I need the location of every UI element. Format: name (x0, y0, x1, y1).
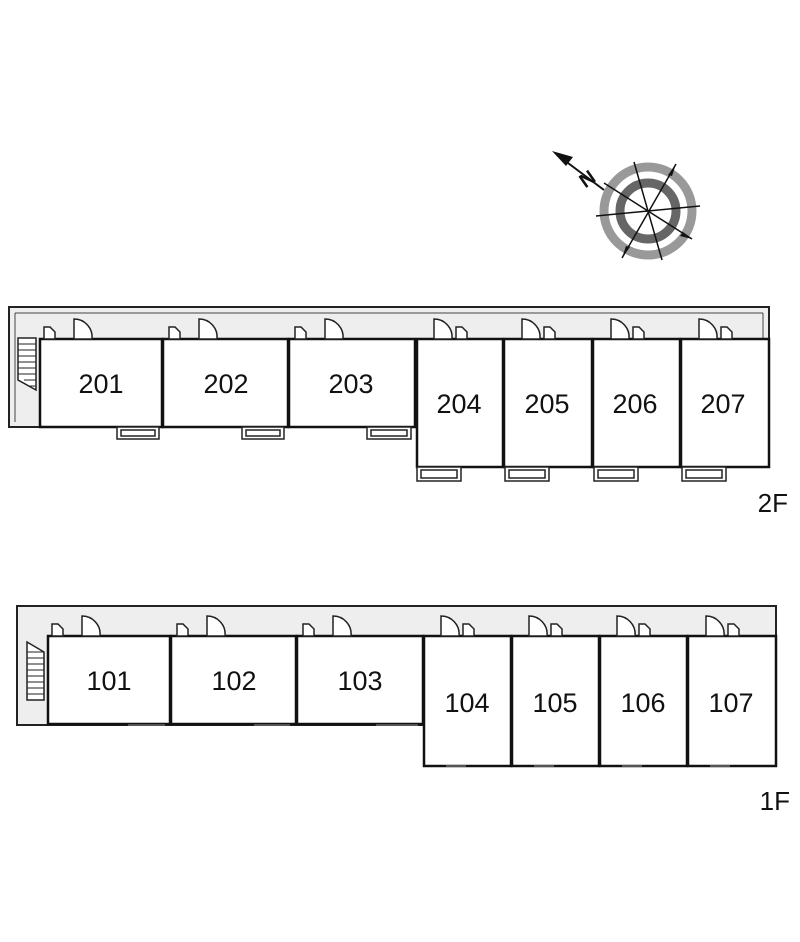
balconies-2f (116, 426, 727, 482)
room-label-201: 201 (78, 369, 123, 399)
stairs-2f-icon (17, 337, 37, 392)
room-203-outline (287, 337, 417, 429)
room-label-101: 101 (86, 666, 131, 696)
room-205-outline (502, 337, 594, 469)
room-label-205: 205 (524, 389, 569, 419)
compass-ring-outer (599, 162, 697, 260)
room-label-207: 207 (700, 389, 745, 419)
room-label-102: 102 (211, 666, 256, 696)
compass-spokes (595, 161, 701, 261)
stairs-1f-icon (26, 640, 45, 701)
room-104-outline (422, 634, 513, 768)
windows-1f (128, 724, 730, 767)
room-label-106: 106 (620, 688, 665, 718)
floor-label-2f: 2F (758, 488, 788, 518)
room-label-105: 105 (532, 688, 577, 718)
room-207-outline (679, 337, 771, 469)
room-label-202: 202 (203, 369, 248, 399)
room-label-206: 206 (612, 389, 657, 419)
floor-1f: 101 102 103 104 105 106 107 1F (16, 605, 790, 816)
room-204-outline (415, 337, 505, 469)
room-101-outline (46, 634, 172, 726)
north-arrow-icon (552, 151, 573, 166)
room-label-203: 203 (328, 369, 373, 399)
doors-2f (43, 318, 733, 340)
doors-1f (51, 615, 740, 637)
room-103-outline (295, 634, 425, 726)
room-label-204: 204 (436, 389, 481, 419)
compass-ring-inner (615, 178, 681, 244)
room-label-103: 103 (337, 666, 382, 696)
room-102-outline (169, 634, 298, 726)
room-label-104: 104 (444, 688, 489, 718)
floor-label-1f: 1F (760, 786, 790, 816)
compass-rose: N (552, 151, 701, 261)
room-label-107: 107 (708, 688, 753, 718)
floor-2f: 201 202 203 204 205 206 207 2F (8, 306, 788, 518)
